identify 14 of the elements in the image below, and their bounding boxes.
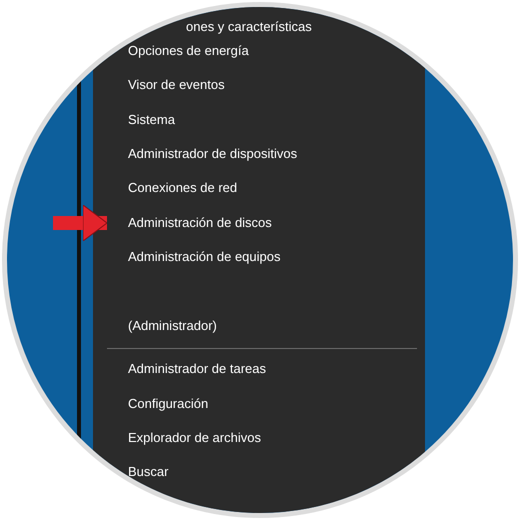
menu-item: ones y características bbox=[168, 18, 312, 36]
menu-item: Administración de equipos bbox=[110, 248, 280, 266]
pointer-arrow bbox=[53, 204, 108, 242]
menu-item: Administrador de dispositivos bbox=[110, 145, 298, 163]
menu-item: (Administrador) bbox=[110, 317, 217, 335]
menu-item: Configuración bbox=[110, 395, 208, 413]
menu-item: Explorador de archivos bbox=[110, 429, 261, 447]
menu-item: Administración de discos bbox=[110, 214, 272, 232]
menu-item: Sistema bbox=[110, 111, 175, 129]
menu-item: Administrador de tareas bbox=[110, 360, 266, 378]
menu-item: Opciones de energía bbox=[110, 42, 249, 60]
menu-item: Conexiones de red bbox=[110, 179, 238, 197]
menu-item: Buscar bbox=[110, 463, 168, 481]
menu-item: Visor de eventos bbox=[110, 76, 225, 94]
